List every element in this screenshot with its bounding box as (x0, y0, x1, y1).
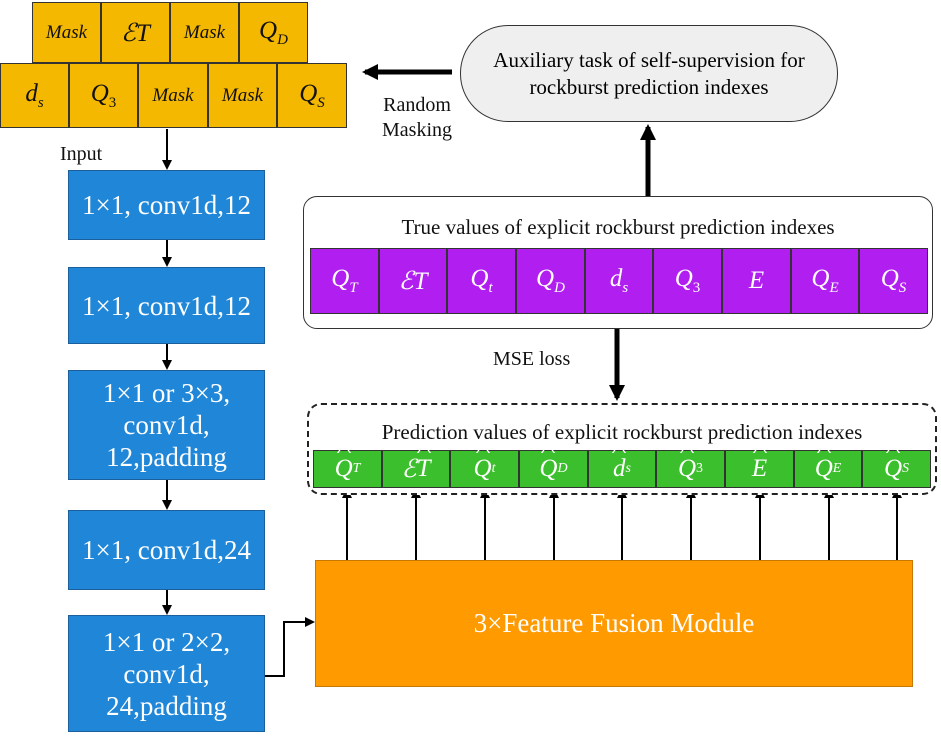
pred-value-cell: QT (313, 450, 382, 488)
mask-cell: QS (277, 63, 347, 128)
true-value-cell: Q3 (653, 248, 722, 314)
pred-value-cell: Qt (450, 450, 519, 488)
pred-value-cell: E (725, 450, 794, 488)
true-value-cell: Qt (447, 248, 516, 314)
mask-cell: Mask (170, 2, 239, 63)
mask-cell: QD (239, 2, 308, 63)
auxiliary-task-box: Auxiliary task of self-supervision for r… (460, 25, 838, 122)
true-value-cell: QD (516, 248, 585, 314)
true-value-cell: QE (791, 248, 859, 314)
fusion-output-arrows (342, 488, 902, 560)
true-values-title: True values of explicit rockburst predic… (401, 215, 835, 239)
mask-cell: ds (0, 63, 69, 128)
pred-value-cell: QE (794, 450, 862, 488)
pred-value-cell: ds (588, 450, 656, 488)
mask-cell: Mask (208, 63, 277, 128)
true-value-cell: ds (585, 248, 653, 314)
feature-fusion-module: 3×Feature Fusion Module (315, 560, 913, 687)
pred-value-cell: ℰT (382, 450, 450, 488)
pred-value-cell: Q3 (656, 450, 725, 488)
auxiliary-task-label: Auxiliary task of self-supervision for r… (493, 47, 805, 99)
pred-value-cell: QS (862, 450, 931, 488)
feature-fusion-label: 3×Feature Fusion Module (473, 608, 755, 638)
conv-block-4: 1×1, conv1d,24 (68, 510, 265, 590)
random-masking-label: Random Masking (382, 94, 452, 141)
conv-block-5: 1×1 or 2×2, conv1d, 24,padding (68, 615, 265, 732)
true-value-cell: QT (310, 248, 379, 314)
conv-block-1: 1×1, conv1d,12 (68, 170, 265, 240)
pred-value-cell: QD (519, 450, 588, 488)
true-value-cell: QS (859, 248, 928, 314)
mask-cell: Mask (138, 63, 208, 128)
mse-loss-label: MSE loss (493, 348, 571, 370)
conv-block-2: 1×1, conv1d,12 (68, 267, 265, 344)
mask-cell: Mask (32, 2, 101, 63)
arrow-conv5-to-fusion (265, 617, 315, 677)
mask-cell: Q3 (69, 63, 138, 128)
conv-block-3: 1×1 or 3×3, conv1d, 12,padding (68, 370, 265, 480)
input-label: Input (60, 143, 103, 165)
mask-cell: ℰT (101, 2, 170, 63)
true-value-cell: ℰT (379, 248, 447, 314)
true-value-cell: E (722, 248, 791, 314)
